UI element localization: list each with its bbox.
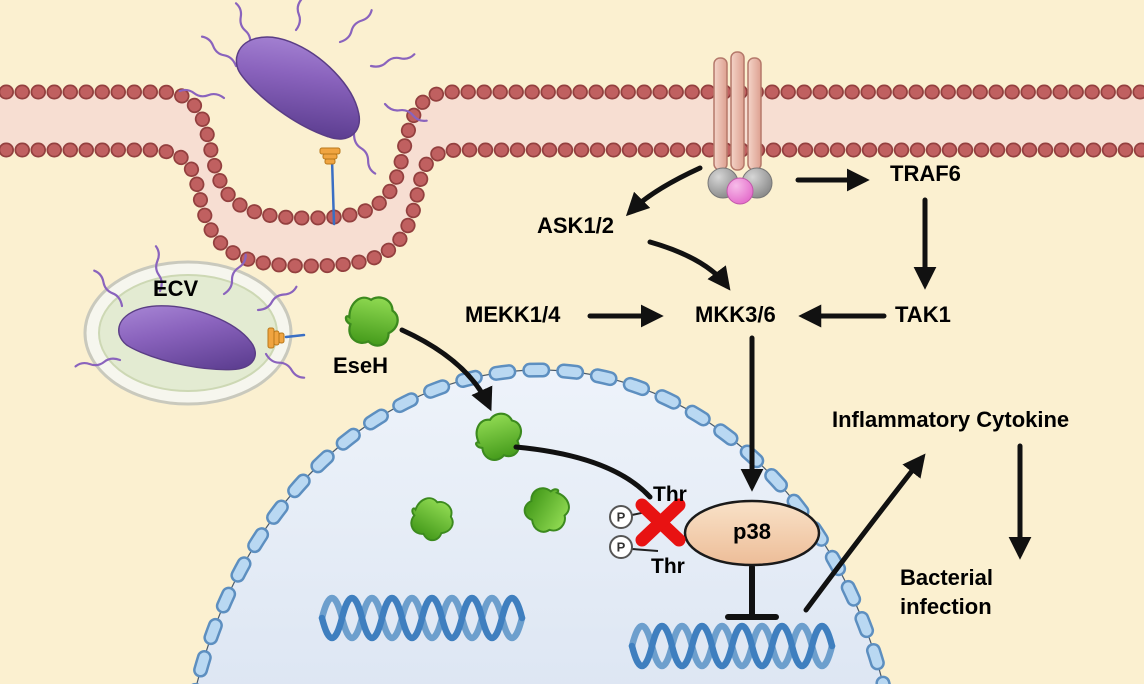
flagellum-icon: [343, 132, 386, 176]
flagellum-icon: [288, 0, 311, 32]
membrane-outer-leaflet-beads: [0, 86, 1144, 224]
membrane-lipid-band: [0, 92, 1144, 266]
arrow-ask12-to-mkk36: [647, 239, 731, 291]
secretion-needle: [284, 333, 306, 339]
label-ecv: ECV: [153, 276, 199, 301]
label-mkk36: MKK3/6: [695, 302, 776, 327]
phospho-tick: [631, 548, 659, 552]
receptor-helix: [747, 57, 762, 171]
arrow-receptor-to-ask12: [625, 165, 703, 217]
label-p38: p38: [733, 519, 771, 544]
label-eseh: EseH: [333, 353, 389, 378]
label-tak1: TAK1: [895, 302, 951, 327]
membrane-receptor: [707, 51, 773, 205]
eseh-effector-blob: [340, 291, 403, 350]
adaptor-ball-pink-icon: [726, 177, 754, 205]
p38-node: [683, 499, 821, 567]
plasma-membrane: [0, 84, 1144, 274]
label-bacterial-infection: Bacterial infection: [900, 565, 993, 619]
red-x-icon: [635, 498, 686, 547]
secretion-needle: [330, 157, 336, 226]
arrow-eseh-into-nucleus: [399, 327, 493, 412]
circled-p-icon: [609, 505, 633, 529]
membrane-inner-leaflet: [0, 142, 1144, 274]
receptor-helix: [730, 51, 745, 171]
flagellum-icon: [369, 42, 416, 79]
label-traf6: TRAF6: [890, 161, 961, 186]
arrow-gene-to-cytokine: [803, 453, 926, 613]
label-mekk14: MEKK1/4: [465, 302, 561, 327]
nuclear-pore-chain: [191, 365, 889, 684]
label-ask12: ASK1/2: [537, 213, 615, 238]
phosphorylation-site: P P: [609, 498, 686, 559]
secretion-system-icon: [319, 147, 341, 165]
label-inflammatory-cytokine: Inflammatory Cytokine: [832, 407, 1070, 432]
receptor-helix: [713, 57, 728, 171]
bacterium-body: [221, 21, 380, 150]
line-eseh-to-thr-site: [513, 444, 653, 500]
circled-p-icon: [609, 535, 633, 559]
flagellum-icon: [338, 2, 374, 50]
flagellum-icon: [195, 35, 243, 68]
pathway-arrows: [399, 165, 1032, 620]
phosphate-label: P: [617, 540, 626, 555]
bacterium-extracellular: [178, 0, 429, 226]
ecv-vesicle: [74, 244, 309, 406]
label-thr-top: Thr: [653, 483, 687, 506]
label-thr-bottom: Thr: [651, 555, 685, 578]
phosphate-label: P: [617, 510, 626, 525]
membrane-inner-leaflet-beads: [0, 144, 1144, 272]
